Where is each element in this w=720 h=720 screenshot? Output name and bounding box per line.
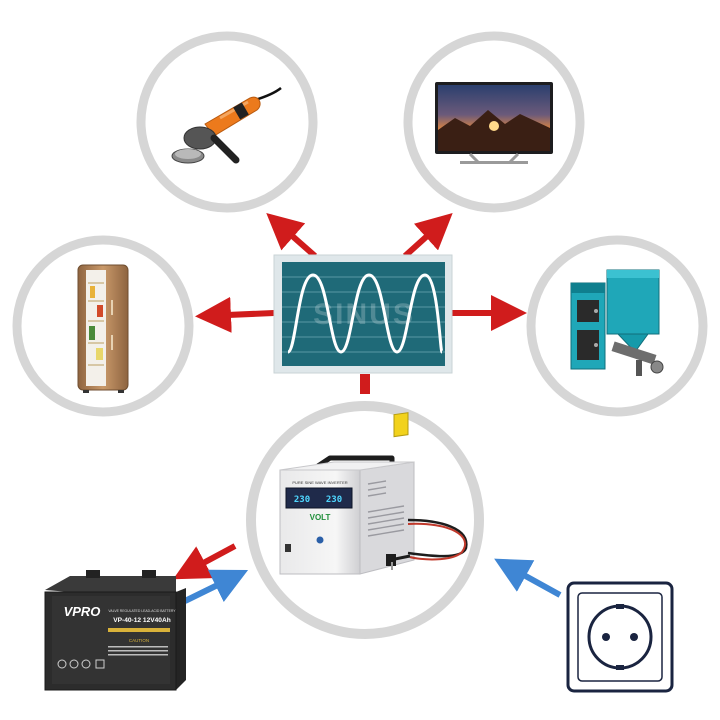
battery-caution: CAUTION — [129, 638, 149, 643]
inverter-display-right: 230 — [326, 495, 342, 505]
inverter-front-label: PURE SINE WAVE INVERTER — [292, 480, 347, 485]
arrow-to-fridge — [195, 296, 275, 333]
battery-icon: VPRO VALVE REGULATED LEAD-ACID BATTERY V… — [44, 570, 186, 691]
battery-top-label: VALVE REGULATED LEAD-ACID BATTERY — [108, 609, 176, 613]
power-socket-icon — [566, 581, 674, 693]
arrow-to-battery — [173, 543, 237, 580]
arrow-to-tv — [402, 212, 453, 259]
television-icon — [435, 82, 553, 164]
arrow-to-grinder — [266, 213, 317, 259]
inverter-brand: VOLT — [310, 513, 331, 522]
inverter-power-button — [316, 536, 324, 544]
angle-grinder-icon — [171, 87, 282, 164]
inverter-display-left: 230 — [294, 495, 310, 505]
pellet-boiler-icon — [570, 269, 664, 376]
sinus-watermark: SINUS — [313, 298, 415, 331]
arrow-from-socket — [494, 558, 562, 598]
sine-curve — [286, 273, 444, 354]
input-arrows — [183, 558, 562, 604]
battery-brand: VPRO — [64, 604, 101, 619]
arrow-from-battery — [183, 569, 249, 604]
output-arrows — [173, 212, 527, 580]
refrigerator-icon — [77, 264, 129, 393]
inverter-icon: PURE SINE WAVE INVERTER 230 230 VOLT — [279, 412, 468, 575]
sine-wave-icon: SINUS — [273, 254, 453, 374]
connector-panel-inverter — [360, 374, 370, 394]
battery-model: VP-40-12 12V40Ah — [113, 617, 171, 624]
